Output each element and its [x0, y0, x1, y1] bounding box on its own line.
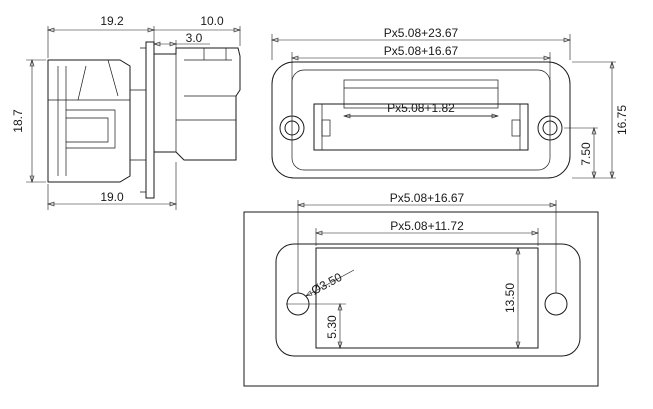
dim-slot-width: Px5.08+1.82: [387, 101, 455, 115]
dim-opening-width: Px5.08+11.72: [390, 219, 464, 233]
side-view: 19.2 10.0 3.0 18.7 19.0: [11, 14, 241, 210]
dim-hole-diameter: Ø3.50: [309, 270, 345, 298]
dim-half-height: 7.50: [579, 142, 593, 166]
dim-flange: 3.0: [186, 31, 203, 45]
dim-opening-height: 13.50: [503, 283, 517, 313]
dim-overall-width: Px5.08+23.67: [384, 26, 459, 40]
dim-offset: 5.30: [325, 315, 339, 339]
front-view: Px5.08+23.67 Px5.08+16.67 Px5.08+1.82 16…: [271, 26, 629, 179]
dim-cutout-hole-pitch: Px5.08+16.67: [390, 191, 465, 205]
dim-width-top: 19.2: [100, 14, 124, 28]
dim-hole-pitch: Px5.08+16.67: [384, 44, 459, 58]
dim-depth-right: 10.0: [200, 14, 224, 28]
dim-width-bottom: 19.0: [100, 190, 124, 204]
cutout-view: Px5.08+16.67 Px5.08+11.72 Ø3.50 13.50 5.…: [243, 191, 599, 387]
dim-height: 18.7: [11, 109, 25, 133]
dim-overall-height: 16.75: [615, 105, 629, 135]
